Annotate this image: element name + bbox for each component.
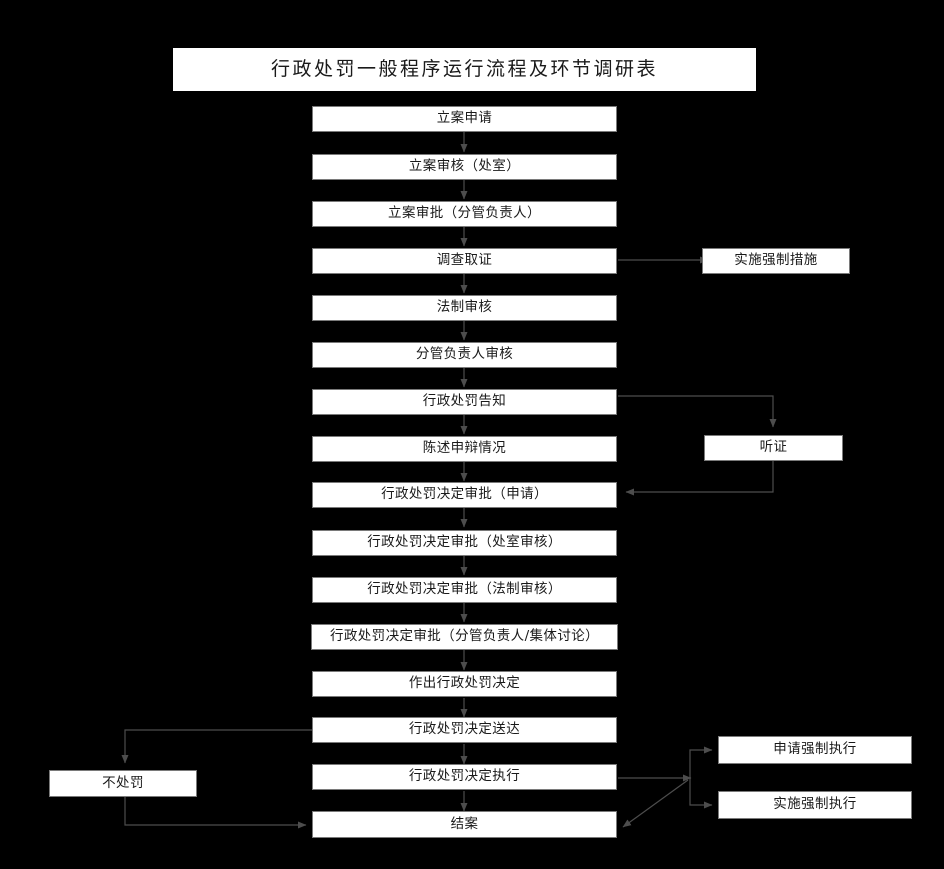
node-diaochaquzheng[interactable]: 调查取证 <box>312 248 617 274</box>
node-jueding-shenpi-jitituolun[interactable]: 行政处罚决定审批（分管负责人/集体讨论） <box>311 624 618 650</box>
node-juedingzhixing[interactable]: 行政处罚决定执行 <box>312 764 617 790</box>
node-buchufa[interactable]: 不处罚 <box>49 770 197 797</box>
node-fenguanfuzerenshenhe[interactable]: 分管负责人审核 <box>312 342 617 368</box>
node-jueding-shenpi-shenqing[interactable]: 行政处罚决定审批（申请） <box>312 482 617 508</box>
node-liancanshenqing[interactable]: 立案申请 <box>312 106 617 132</box>
node-shishiqiangzhicuoshi[interactable]: 实施强制措施 <box>702 248 850 274</box>
node-fazhishenhe[interactable]: 法制审核 <box>312 295 617 321</box>
node-xingzhengchufagaozhi[interactable]: 行政处罚告知 <box>312 389 617 415</box>
node-shenqingqiangzhizhixing[interactable]: 申请强制执行 <box>718 736 912 764</box>
node-chenshushenbianqingkuang[interactable]: 陈述申辩情况 <box>312 436 617 462</box>
node-jueding-shenpi-fazhishenhe[interactable]: 行政处罚决定审批（法制审核） <box>312 577 617 603</box>
diagram-title: 行政处罚一般程序运行流程及环节调研表 <box>173 48 756 91</box>
node-shishiqiangzhizhixing[interactable]: 实施强制执行 <box>718 791 912 819</box>
node-tingzheng[interactable]: 听证 <box>704 435 843 461</box>
node-zuochujueding[interactable]: 作出行政处罚决定 <box>312 671 617 697</box>
node-jiean[interactable]: 结案 <box>312 811 617 838</box>
node-juedingsongda[interactable]: 行政处罚决定送达 <box>312 717 617 743</box>
node-liancanshenhe-chushi[interactable]: 立案审核（处室） <box>312 154 617 180</box>
node-liancanshenpi-fenguan[interactable]: 立案审批（分管负责人） <box>312 201 617 227</box>
node-jueding-shenpi-chushishenhe[interactable]: 行政处罚决定审批（处室审核） <box>312 530 617 556</box>
